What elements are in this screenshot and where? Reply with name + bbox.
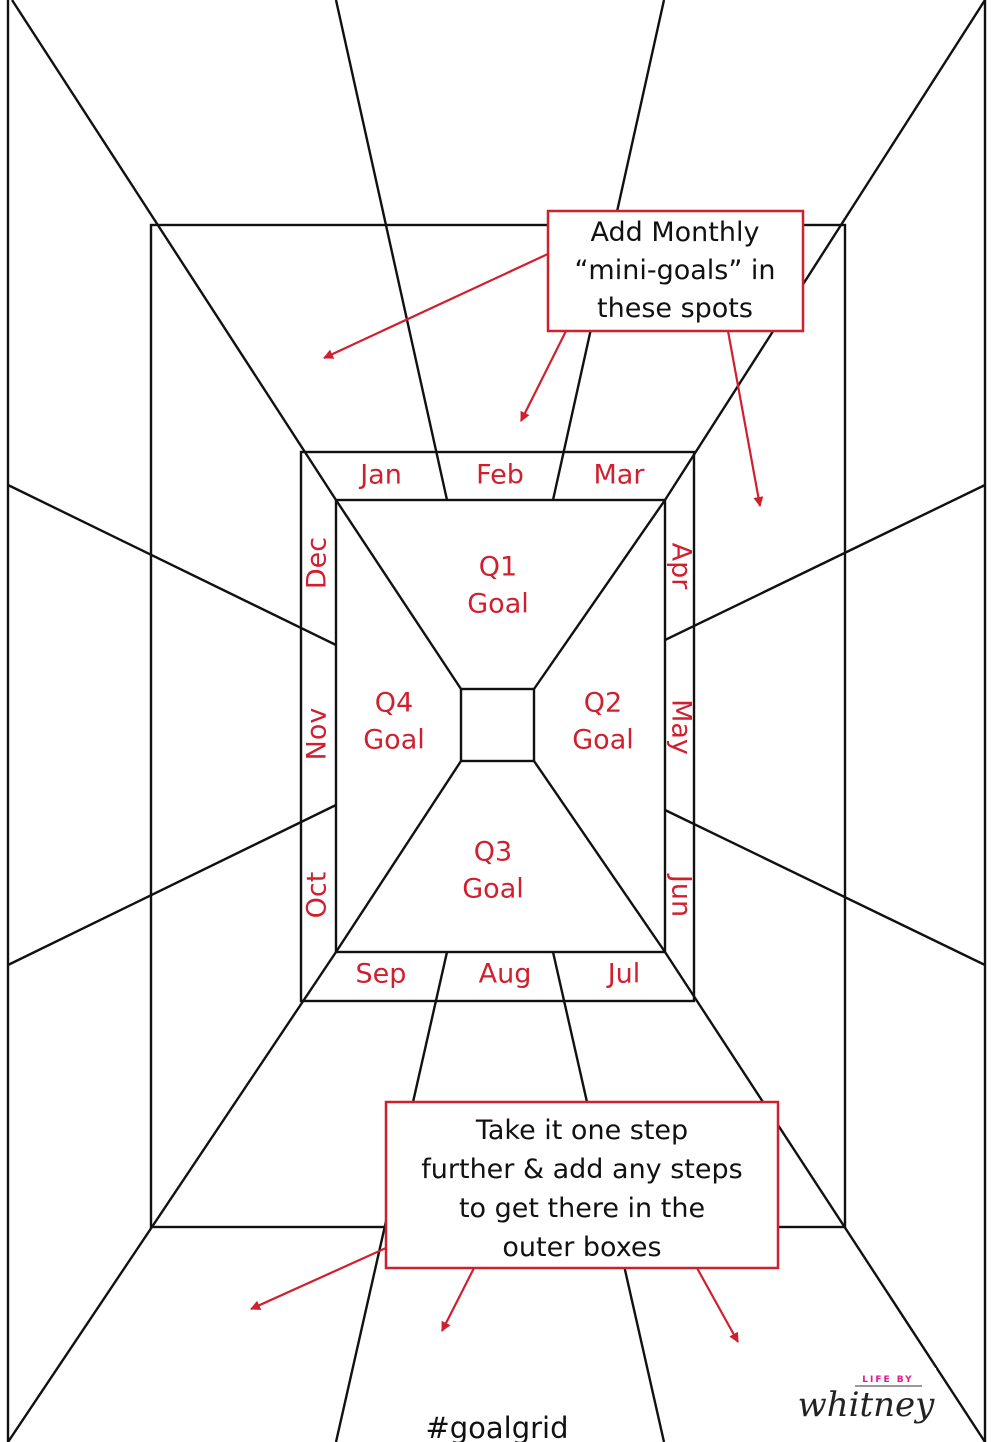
steps-callout-line-4: outer boxes [502, 1232, 661, 1263]
arrow-to-outer-bottom-right [696, 1267, 739, 1343]
steps-callout-box [384, 1100, 780, 1270]
inner-diagonals [334, 499, 666, 953]
brand-logo: LIFE BY whitney [798, 1368, 936, 1426]
month-label-mar: Mar [594, 460, 646, 491]
logo-top-text: LIFE BY [862, 1375, 913, 1385]
arrow-to-outer-top-center [520, 330, 567, 422]
page-border [6, 0, 987, 1442]
steps-callout: Take it one step further & add any steps… [250, 1100, 780, 1343]
arrow-to-outer-bottom-left [250, 1246, 387, 1311]
q4-goal-label: Goal [363, 725, 425, 756]
footer: #goalgrid [410, 1408, 586, 1442]
month-labels: Jan Feb Mar Sep Aug Jul Dec Nov Oct Apr … [302, 460, 697, 990]
q2-label: Q2 [584, 688, 622, 719]
month-label-nov: Nov [302, 708, 333, 761]
steps-callout-line-3: to get there in the [459, 1193, 705, 1224]
arrow-to-outer-top-left [323, 252, 551, 359]
q3-goal-label: Goal [462, 874, 524, 905]
steps-callout-line-1: Take it one step [475, 1115, 688, 1146]
month-label-apr: Apr [666, 543, 697, 591]
q2-goal-label: Goal [572, 725, 634, 756]
month-label-sep: Sep [356, 959, 407, 990]
arrow-to-outer-top-right [726, 330, 764, 507]
month-label-aug: Aug [479, 959, 532, 990]
month-label-jun: Jun [666, 873, 697, 917]
q4-label: Q4 [375, 688, 413, 719]
q1-goal-label: Goal [467, 589, 529, 620]
steps-callout-line-2: further & add any steps [421, 1154, 742, 1185]
monthly-callout: Add Monthly “mini-goals” in these spots [323, 209, 805, 507]
hashtag-text: #goalgrid [425, 1411, 568, 1442]
month-label-jul: Jul [606, 959, 641, 990]
right-radial-lines [664, 483, 986, 967]
month-label-dec: Dec [302, 537, 333, 589]
monthly-callout-line-1: Add Monthly [591, 217, 760, 248]
month-label-may: May [666, 699, 697, 755]
monthly-callout-box [546, 209, 805, 333]
monthly-callout-line-2: “mini-goals” in [574, 255, 775, 286]
q3-label: Q3 [474, 837, 512, 868]
month-label-feb: Feb [476, 460, 524, 491]
month-band-box [299, 450, 696, 1003]
month-label-oct: Oct [302, 872, 333, 919]
quarter-box [334, 498, 667, 954]
logo-script-text: whitney [798, 1385, 936, 1425]
left-radial-lines [7, 483, 337, 967]
arrow-to-outer-bottom-center [441, 1267, 475, 1332]
monthly-callout-line-3: these spots [597, 293, 753, 324]
month-label-jan: Jan [358, 460, 402, 491]
diagonal-lines [7, 0, 987, 1442]
center-square [459, 687, 536, 763]
quarter-labels: Q1 Goal Q2 Goal Q3 Goal Q4 Goal [363, 552, 634, 905]
q1-label: Q1 [479, 552, 517, 583]
